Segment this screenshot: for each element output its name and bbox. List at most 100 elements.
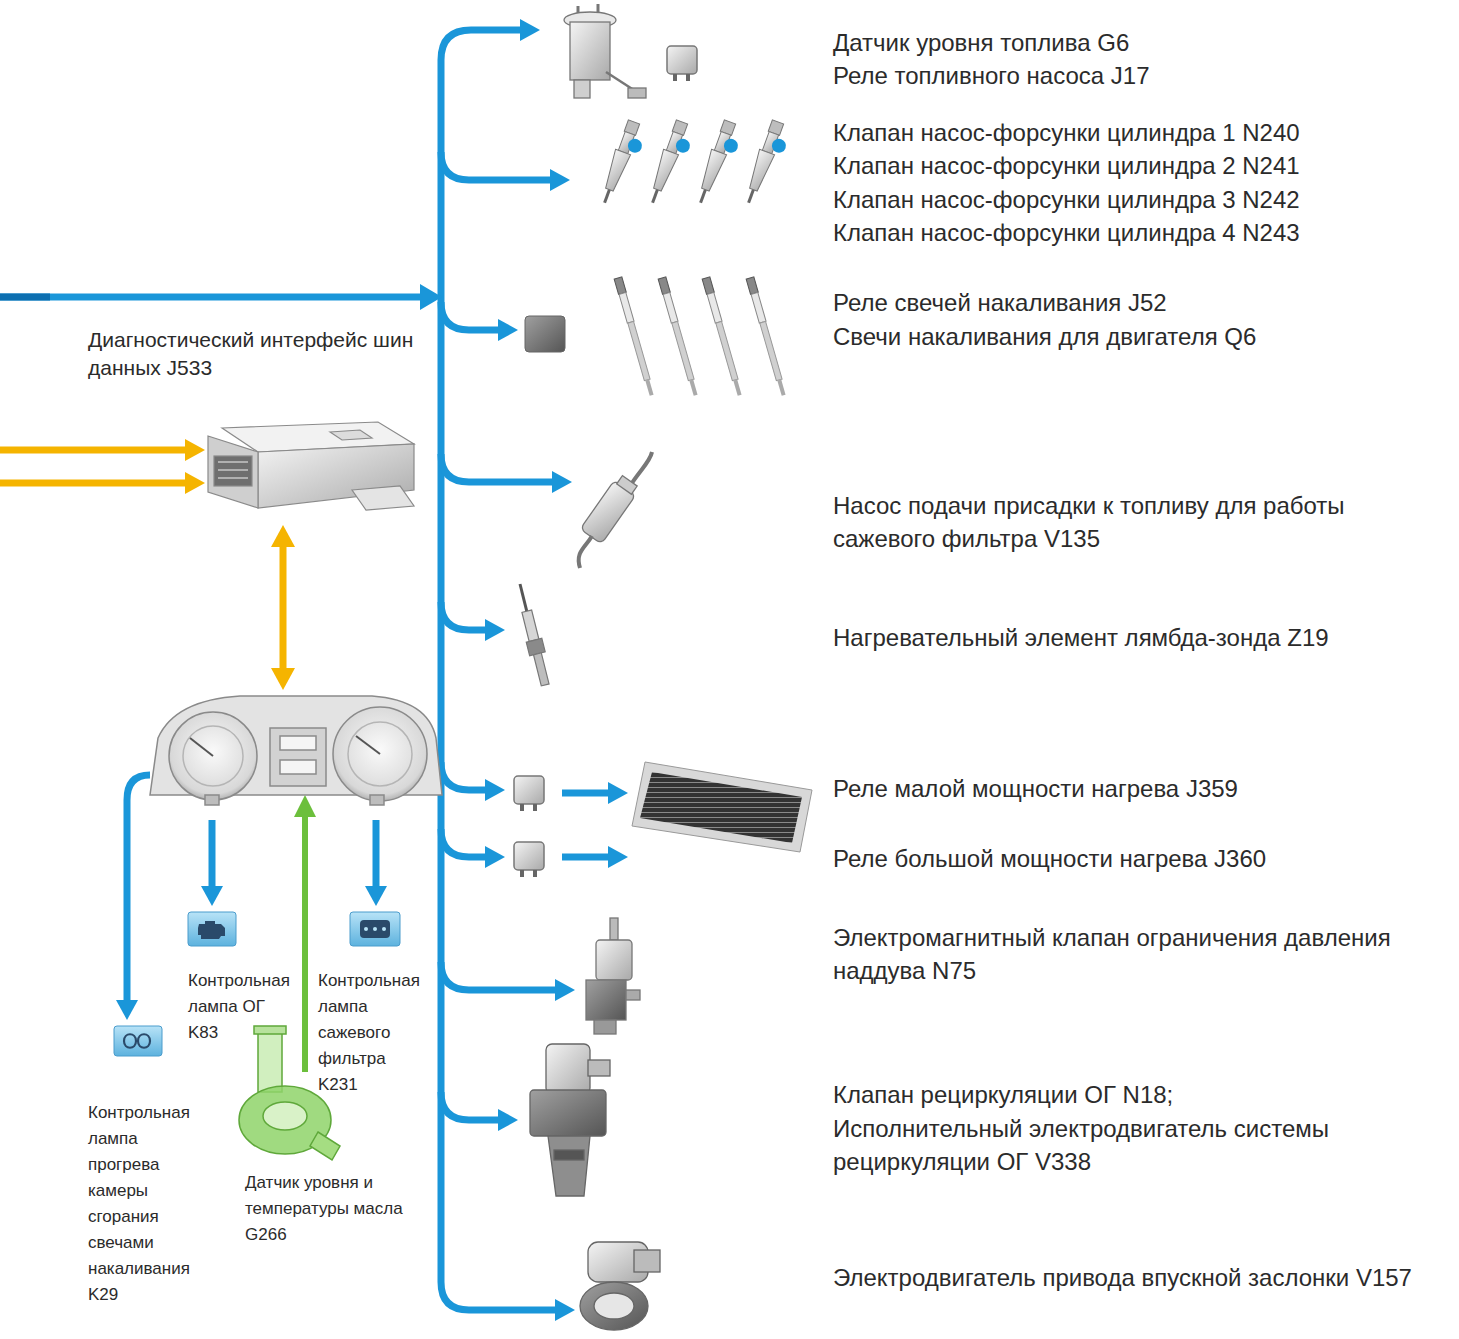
sensor-label: Датчик уровня и температуры масла G266: [245, 1170, 410, 1248]
control-unit-picture: [352, 486, 414, 510]
egr-valve-picture: [554, 1150, 584, 1160]
exhaust-warning-lamp: [188, 912, 236, 946]
signal-arrows: [441, 302, 500, 330]
injector-pictures: [597, 119, 649, 208]
particle-filter-warning-lamp: [382, 927, 386, 931]
arrowheads: [116, 19, 628, 1321]
particle-filter-warning-lamp: [350, 912, 400, 946]
can-bus-arrows: [0, 450, 283, 670]
signal-arrows: [441, 762, 487, 790]
arrowheads: [485, 846, 505, 868]
instrument-cluster-picture: [150, 696, 442, 805]
signal-arrows: [441, 962, 557, 990]
heater-core-picture: [632, 762, 812, 852]
throttle-valve-picture: [580, 1282, 648, 1330]
particle-filter-warning-lamp: [364, 927, 368, 931]
part-label: Клапан насос-форсунки цилиндра 4 N243: [833, 216, 1445, 249]
interface-label: Диагностический интерфейс шин данных J53…: [88, 326, 423, 382]
signal-arrows: [441, 30, 522, 60]
arrowheads: [520, 19, 540, 41]
egr-valve-picture: [530, 1044, 610, 1196]
additive-pump-picture: [579, 536, 592, 568]
part-label: Насос подачи присадки к топливу для рабо…: [833, 489, 1445, 555]
arrowheads: [498, 1109, 518, 1131]
arrowheads: [420, 284, 442, 310]
part-label: Реле свечей накаливания J52: [833, 286, 1445, 319]
boost-valve-picture: [586, 918, 640, 1034]
signal-arrows: [441, 1282, 557, 1310]
control-unit-picture: [218, 461, 248, 462]
lambda-probe-picture: [522, 610, 539, 642]
can-bus-arrows: [0, 439, 295, 690]
can-bus-arrows: [271, 525, 295, 547]
signal-arrows: [0, 30, 610, 1310]
boost-valve-picture: [610, 918, 618, 940]
fuel-sender-picture: [574, 80, 590, 98]
injector-pictures: [645, 119, 697, 208]
signal-arrows: [209, 820, 216, 888]
signal-arrows: [441, 829, 487, 857]
exhaust-warning-lamp: [198, 921, 225, 939]
arrowheads: [116, 1000, 138, 1020]
signal-arrows: [562, 854, 610, 861]
part-label: Исполнительный электродвигатель системы …: [833, 1112, 1398, 1178]
oil-sensor-picture: [258, 1030, 282, 1092]
arrowheads: [485, 779, 505, 801]
lamp-label: Контрольная лампа прогрева камеры сгоран…: [88, 1100, 206, 1308]
arrowheads: [555, 1299, 575, 1321]
instrument-cluster-picture: [169, 712, 257, 800]
control-unit-picture: [208, 436, 258, 508]
particle-filter-warning-lamp: [350, 912, 400, 946]
instrument-cluster-picture: [280, 760, 316, 774]
oil-sensor-picture: [310, 1132, 340, 1160]
boost-valve-picture: [596, 940, 632, 980]
glow-plug-pictures: [702, 277, 743, 396]
arrowheads: [498, 319, 518, 341]
throttle-valve-picture: [594, 1293, 634, 1319]
control-unit-picture: [218, 469, 248, 470]
additive-pump-picture: [630, 452, 652, 486]
control-unit-picture: [330, 430, 372, 440]
control-unit-picture: [218, 477, 248, 478]
relay-picture: [514, 842, 544, 877]
instrument-cluster-picture: [183, 726, 243, 786]
lambda-probe-picture: [526, 638, 545, 655]
arrowheads: [555, 979, 575, 1001]
oil-sensor-picture: [263, 1102, 307, 1130]
part-label: Электродвигатель привода впускной заслон…: [833, 1262, 1433, 1294]
part-label: Клапан насос-форсунки цилиндра 1 N240: [833, 116, 1445, 149]
signal-arrows: [0, 294, 422, 301]
additive-pump-picture: [580, 473, 640, 544]
part-label: Датчик уровня топлива G6: [833, 26, 1445, 59]
signal-arrows: [441, 454, 554, 482]
additive-pump-picture: [617, 476, 637, 495]
throttle-valve-picture: [634, 1250, 660, 1272]
signal-arrows: [562, 790, 610, 797]
particle-filter-warning-lamp: [373, 927, 377, 931]
can-bus-arrows: [185, 472, 205, 494]
control-unit-picture: [208, 422, 414, 510]
part-label: Электромагнитный клапан ограничения давл…: [833, 921, 1398, 987]
arrowheads: [201, 886, 223, 906]
instrument-cluster-picture: [370, 795, 384, 805]
part-label: Реле малой мощности нагрева J359: [833, 772, 1445, 805]
glow-plug-warning-lamp: [114, 1026, 162, 1056]
throttle-valve-picture: [580, 1242, 660, 1330]
signal-arrows: [373, 820, 380, 888]
part-label: Реле большой мощности нагрева J360: [833, 842, 1445, 875]
part-label: Клапан насос-форсунки цилиндра 3 N242: [833, 183, 1445, 216]
boost-valve-picture: [594, 1020, 616, 1034]
arrowheads: [365, 886, 387, 906]
injector-pictures: [741, 119, 793, 208]
can-bus-arrows: [271, 668, 295, 690]
glow-plug-pictures: [658, 277, 699, 396]
fuel-sender-picture: [564, 4, 646, 98]
additive-pump-picture: [579, 452, 652, 568]
boost-valve-picture: [586, 980, 626, 1020]
signal-arrows: [441, 1092, 500, 1120]
sensor-signal-arrow: [302, 815, 308, 1072]
part-label: Реле топливного насоса J17: [833, 59, 1445, 92]
part-label: Нагревательный элемент лямбда-зонда Z19: [833, 621, 1445, 654]
sensor-signal-arrow: [294, 795, 316, 1072]
instrument-cluster-picture: [356, 736, 380, 754]
